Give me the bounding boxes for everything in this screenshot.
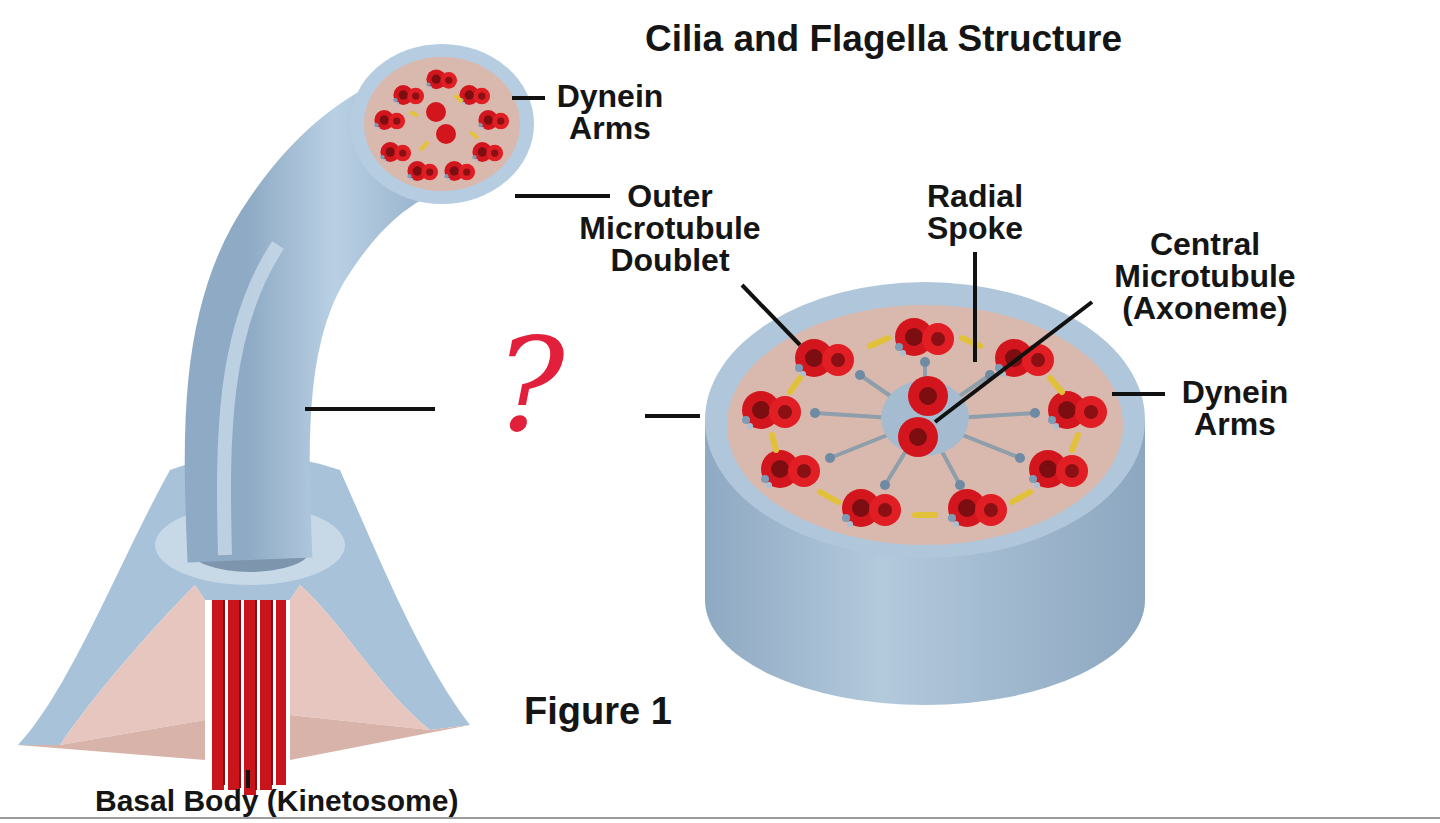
- handwritten-mark: ?: [495, 320, 565, 450]
- part-label: Basal Body (Kinetosome): [95, 786, 458, 816]
- part-label: Dynein Arms: [540, 80, 680, 144]
- part-label: Dynein Arms: [1165, 376, 1305, 440]
- part-label: Outer Microtubule Doublet: [555, 180, 785, 276]
- figure-caption: Figure 1: [524, 692, 672, 730]
- part-label: Central Microtubule (Axoneme): [1090, 228, 1320, 324]
- part-label: Radial Spoke: [905, 180, 1045, 244]
- diagram-title: Cilia and Flagella Structure: [645, 20, 1122, 57]
